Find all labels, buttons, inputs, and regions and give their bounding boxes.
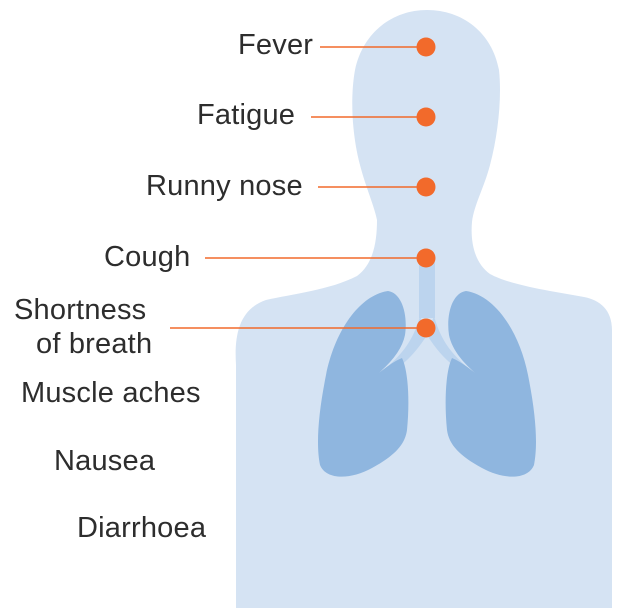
shortness-of-breath-label-line2: of breath bbox=[36, 327, 152, 361]
shortness-of-breath-label-line1: Shortness bbox=[14, 293, 146, 327]
cough-marker bbox=[417, 249, 436, 268]
fever-label: Fever bbox=[238, 28, 313, 62]
fatigue-marker bbox=[417, 108, 436, 127]
fatigue-label: Fatigue bbox=[197, 98, 295, 132]
nausea-label: Nausea bbox=[54, 444, 155, 478]
trachea bbox=[419, 262, 435, 318]
cough-label: Cough bbox=[104, 240, 190, 274]
runny-nose-marker bbox=[417, 178, 436, 197]
runny-nose-label: Runny nose bbox=[146, 169, 303, 203]
diarrhoea-label: Diarrhoea bbox=[77, 511, 206, 545]
fever-marker bbox=[417, 38, 436, 57]
shortness-of-breath-marker bbox=[417, 319, 436, 338]
muscle-aches-label: Muscle aches bbox=[21, 376, 201, 410]
